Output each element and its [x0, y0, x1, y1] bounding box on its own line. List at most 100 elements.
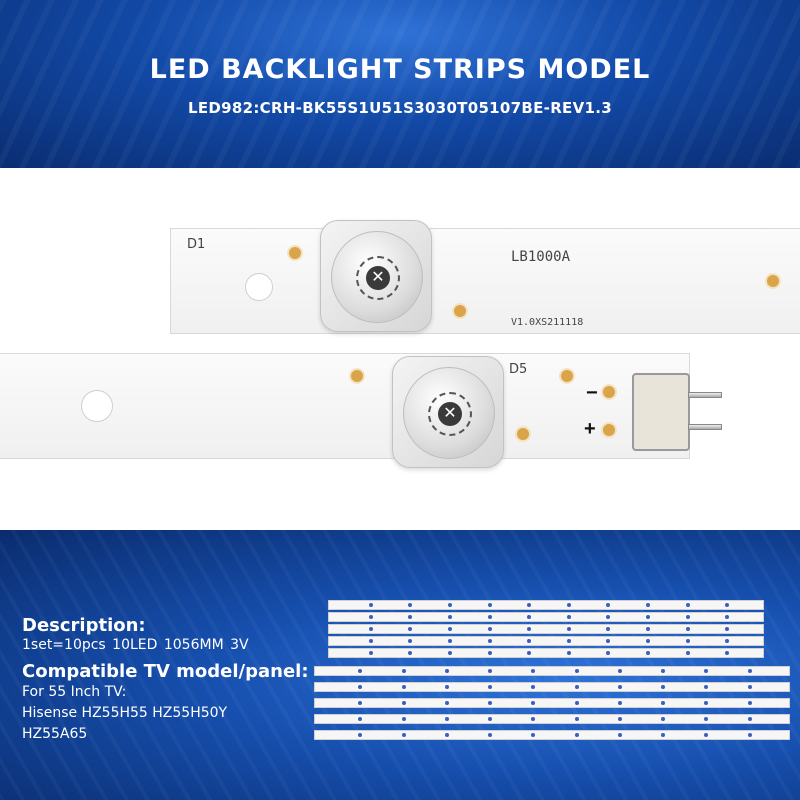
led-strip-1: D1 LB1000A V1.0XS211118 [170, 228, 800, 334]
mini-led-dot [686, 651, 690, 655]
connector-pin [688, 424, 722, 430]
mini-led-dot [488, 669, 492, 673]
connector-icon [632, 373, 690, 451]
mini-led-dot [748, 669, 752, 673]
mini-led-dot [527, 651, 531, 655]
mini-strip [328, 624, 764, 634]
mini-led-dot [646, 639, 650, 643]
mini-led-dot [567, 651, 571, 655]
mini-led-dot [618, 701, 622, 705]
mini-led-dot [488, 701, 492, 705]
mini-led-dot [646, 651, 650, 655]
mini-led-dot [531, 701, 535, 705]
mini-led-dot [358, 701, 362, 705]
mini-led-dot [358, 669, 362, 673]
mini-led-dot [725, 627, 729, 631]
led-pad [517, 428, 529, 440]
mini-led-dot [606, 651, 610, 655]
mini-led-dot [527, 627, 531, 631]
led-pad [454, 305, 466, 317]
description-specs: 1set=10pcs 10LED 1056MM 3V [22, 637, 249, 653]
mini-led-dot [618, 733, 622, 737]
mini-led-dot [448, 639, 452, 643]
mini-led-dot [488, 651, 492, 655]
mini-led-dot [527, 615, 531, 619]
description-heading: Description: [22, 615, 146, 636]
mini-led-dot [575, 701, 579, 705]
mini-led-dot [704, 685, 708, 689]
mini-strip [328, 600, 764, 610]
product-photo: D1 LB1000A V1.0XS211118 ✕ D5 ✕ − + [0, 168, 800, 530]
mini-led-dot [445, 717, 449, 721]
led-pad [767, 275, 779, 287]
mini-led-dot [527, 603, 531, 607]
mini-led-dot [369, 639, 373, 643]
mini-led-dot [618, 717, 622, 721]
mini-led-dot [488, 685, 492, 689]
mounting-hole [245, 273, 273, 301]
mini-led-dot [567, 603, 571, 607]
mini-led-dot [445, 669, 449, 673]
mini-led-dot [606, 603, 610, 607]
mini-led-dot [358, 685, 362, 689]
mini-led-dot [445, 701, 449, 705]
strip-label-d1: D1 [187, 237, 206, 252]
mini-led-dot [488, 733, 492, 737]
mini-led-dot [575, 717, 579, 721]
mini-strip [314, 698, 790, 708]
mini-led-dot [748, 733, 752, 737]
mini-led-dot [408, 627, 412, 631]
model-number: LED982:CRH-BK55S1U51S3030T05107BE-REV1.3 [188, 99, 612, 117]
mini-led-dot [686, 627, 690, 631]
mini-led-dot [488, 615, 492, 619]
mini-led-dot [408, 639, 412, 643]
mini-led-dot [531, 717, 535, 721]
compatible-line: Hisense HZ55H55 HZ55H50Y [22, 705, 228, 721]
mini-led-dot [748, 717, 752, 721]
mini-led-dot [725, 651, 729, 655]
mini-strip [314, 730, 790, 740]
polarity-negative: − [586, 382, 598, 404]
mini-strip [314, 714, 790, 724]
mini-led-dot [618, 669, 622, 673]
mini-strip [328, 636, 764, 646]
mini-led-dot [358, 733, 362, 737]
mini-led-dot [567, 639, 571, 643]
connector-pin [688, 392, 722, 398]
mini-led-dot [448, 627, 452, 631]
led-pad [603, 386, 615, 398]
mini-led-dot [661, 685, 665, 689]
bottom-banner [0, 530, 800, 800]
mini-led-dot [402, 685, 406, 689]
mini-led-dot [445, 685, 449, 689]
mini-led-dot [488, 627, 492, 631]
mini-led-dot [531, 669, 535, 673]
mini-led-dot [531, 733, 535, 737]
mini-led-dot [402, 733, 406, 737]
mini-led-dot [704, 669, 708, 673]
mini-led-dot [402, 669, 406, 673]
mini-led-dot [448, 603, 452, 607]
mini-led-dot [686, 639, 690, 643]
mini-led-dot [704, 717, 708, 721]
strip-code: LB1000A [511, 249, 571, 265]
mini-led-dot [686, 603, 690, 607]
mini-led-dot [606, 615, 610, 619]
mini-led-dot [402, 717, 406, 721]
led-pad [289, 247, 301, 259]
page-title: LED BACKLIGHT STRIPS MODEL [149, 54, 651, 85]
mini-led-dot [575, 669, 579, 673]
mini-led-dot [725, 615, 729, 619]
mini-led-dot [567, 615, 571, 619]
mounting-hole [81, 390, 113, 422]
compatible-line: For 55 Inch TV: [22, 684, 127, 700]
mini-led-dot [748, 685, 752, 689]
mini-led-dot [408, 651, 412, 655]
led-strip-2: D5 [0, 353, 690, 459]
mini-led-dot [445, 733, 449, 737]
mini-led-dot [606, 639, 610, 643]
mini-led-dot [488, 639, 492, 643]
mini-led-dot [567, 627, 571, 631]
mini-led-dot [575, 685, 579, 689]
